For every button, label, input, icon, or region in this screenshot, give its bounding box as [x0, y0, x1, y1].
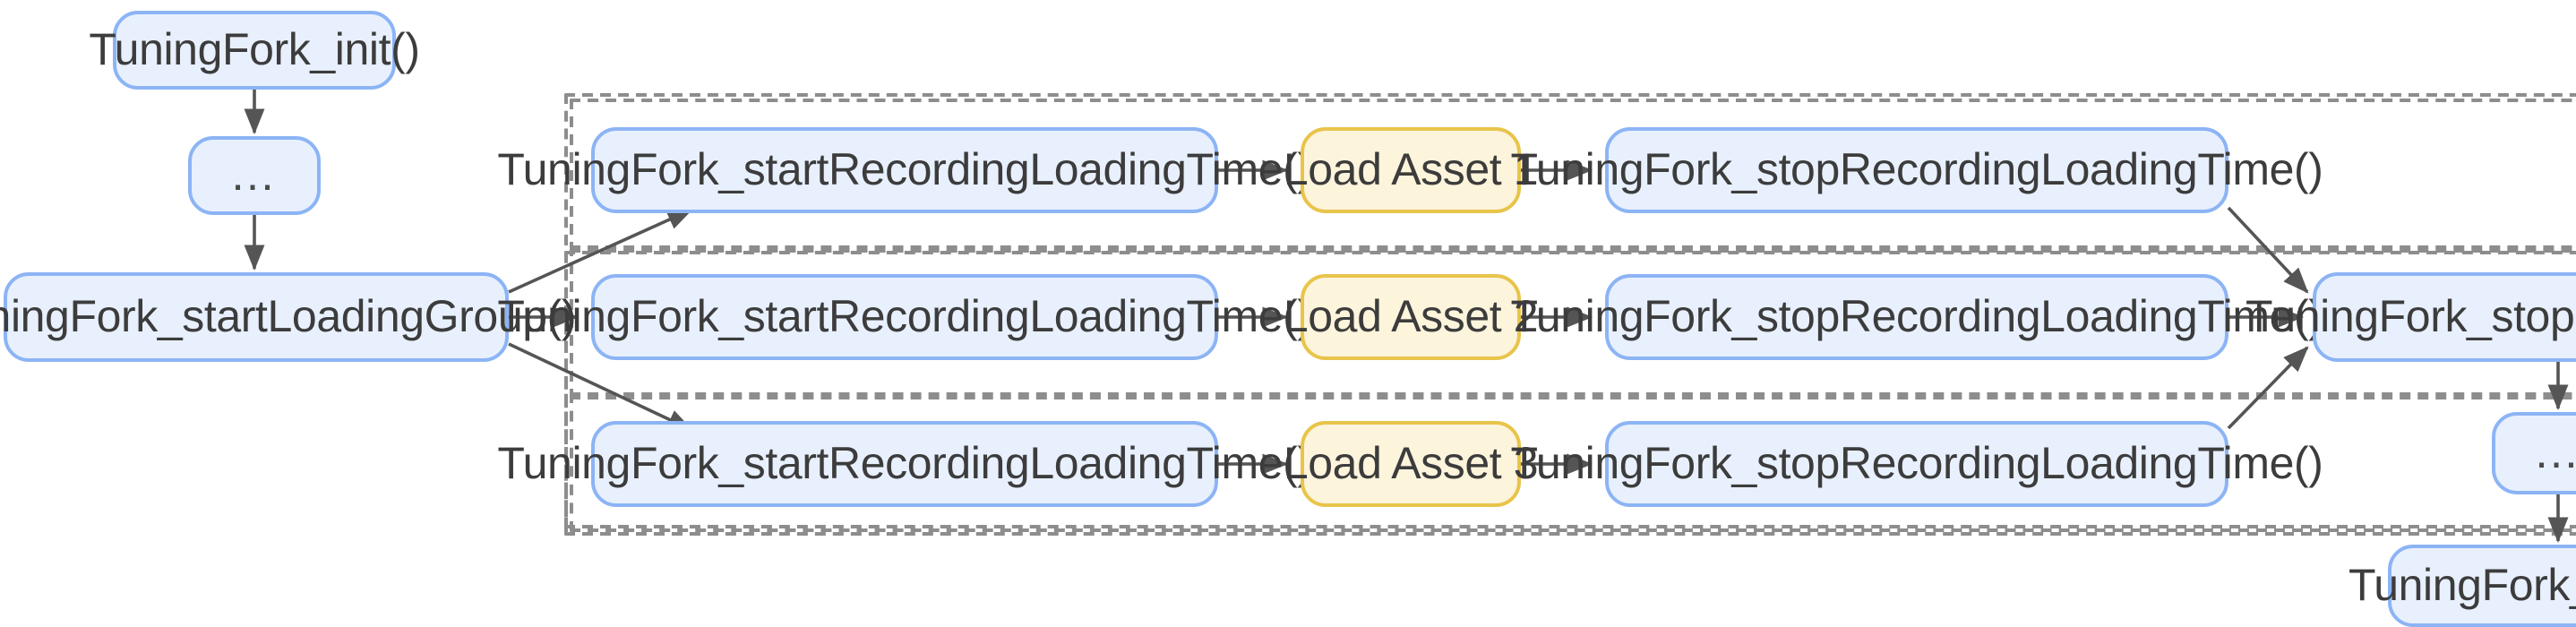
- node-stop-recording-1[interactable]: TuningFork_stopRecordingLoadingTime(): [1511, 127, 2323, 213]
- node-label: TuningFork_stopRecordingLoadingTime(): [1510, 438, 2323, 489]
- node-label: TuningFork_stopRecordingLoadingTime(): [1510, 144, 2323, 195]
- node-label: TuningFork_startLoadingGroup(): [0, 291, 577, 342]
- node-label: Load Asset 2: [1283, 291, 1539, 342]
- node-label: Load Asset 1: [1283, 144, 1539, 195]
- node-stop-recording-2[interactable]: TuningFork_stopRecordingLoadingTime(): [1511, 274, 2323, 360]
- node-tuningfork-init[interactable]: TuningFork_init(): [89, 11, 420, 90]
- node-ellipsis-top[interactable]: …: [188, 136, 321, 215]
- node-start-recording-1[interactable]: TuningFork_startRecordingLoadingTime(): [497, 127, 1312, 213]
- flowchart-canvas: TuningFork_init() … TuningFork_startLoad…: [0, 11, 2576, 627]
- node-label: …: [2508, 425, 2576, 480]
- node-stop-loading-group[interactable]: TuningFork_stopLoadingGroup(): [2245, 272, 2576, 362]
- node-load-asset-2[interactable]: Load Asset 2: [1284, 274, 1539, 360]
- node-tuningfork-destroy[interactable]: TuningFork_destroy(): [2348, 545, 2576, 627]
- edge-row3-stop-to-stop-group: [2227, 346, 2309, 430]
- node-label: TuningFork_startRecordingLoadingTime(): [497, 291, 1312, 342]
- loading-group-container-lower: [564, 251, 2576, 536]
- node-label: TuningFork_stopLoadingGroup(): [2245, 291, 2576, 342]
- node-ellipsis-bottom[interactable]: …: [2492, 412, 2576, 494]
- node-label: Load Asset 3: [1283, 438, 1539, 489]
- node-label: …: [229, 147, 279, 202]
- node-label: TuningFork_startRecordingLoadingTime(): [497, 144, 1312, 195]
- node-stop-recording-3[interactable]: TuningFork_stopRecordingLoadingTime(): [1511, 421, 2323, 507]
- edge-row1-stop-to-stop-group: [2227, 206, 2309, 294]
- node-label: TuningFork_stopRecordingLoadingTime(): [1510, 291, 2323, 342]
- node-start-recording-3[interactable]: TuningFork_startRecordingLoadingTime(): [497, 421, 1312, 507]
- node-label: TuningFork_destroy(): [2348, 560, 2576, 611]
- node-start-recording-2[interactable]: TuningFork_startRecordingLoadingTime(): [497, 274, 1312, 360]
- node-start-loading-group[interactable]: TuningFork_startLoadingGroup(): [0, 272, 577, 362]
- edge-start-group-to-row3: [508, 342, 693, 432]
- edge-layer: [244, 90, 2569, 544]
- node-load-asset-1[interactable]: Load Asset 1: [1284, 127, 1539, 213]
- node-label: TuningFork_init(): [89, 24, 420, 75]
- asset-row-box-1: [570, 99, 2576, 253]
- asset-row-box-3: [570, 392, 2576, 532]
- node-load-asset-3[interactable]: Load Asset 3: [1284, 421, 1539, 507]
- edge-start-group-to-row1: [508, 208, 693, 294]
- node-label: TuningFork_startRecordingLoadingTime(): [497, 438, 1312, 489]
